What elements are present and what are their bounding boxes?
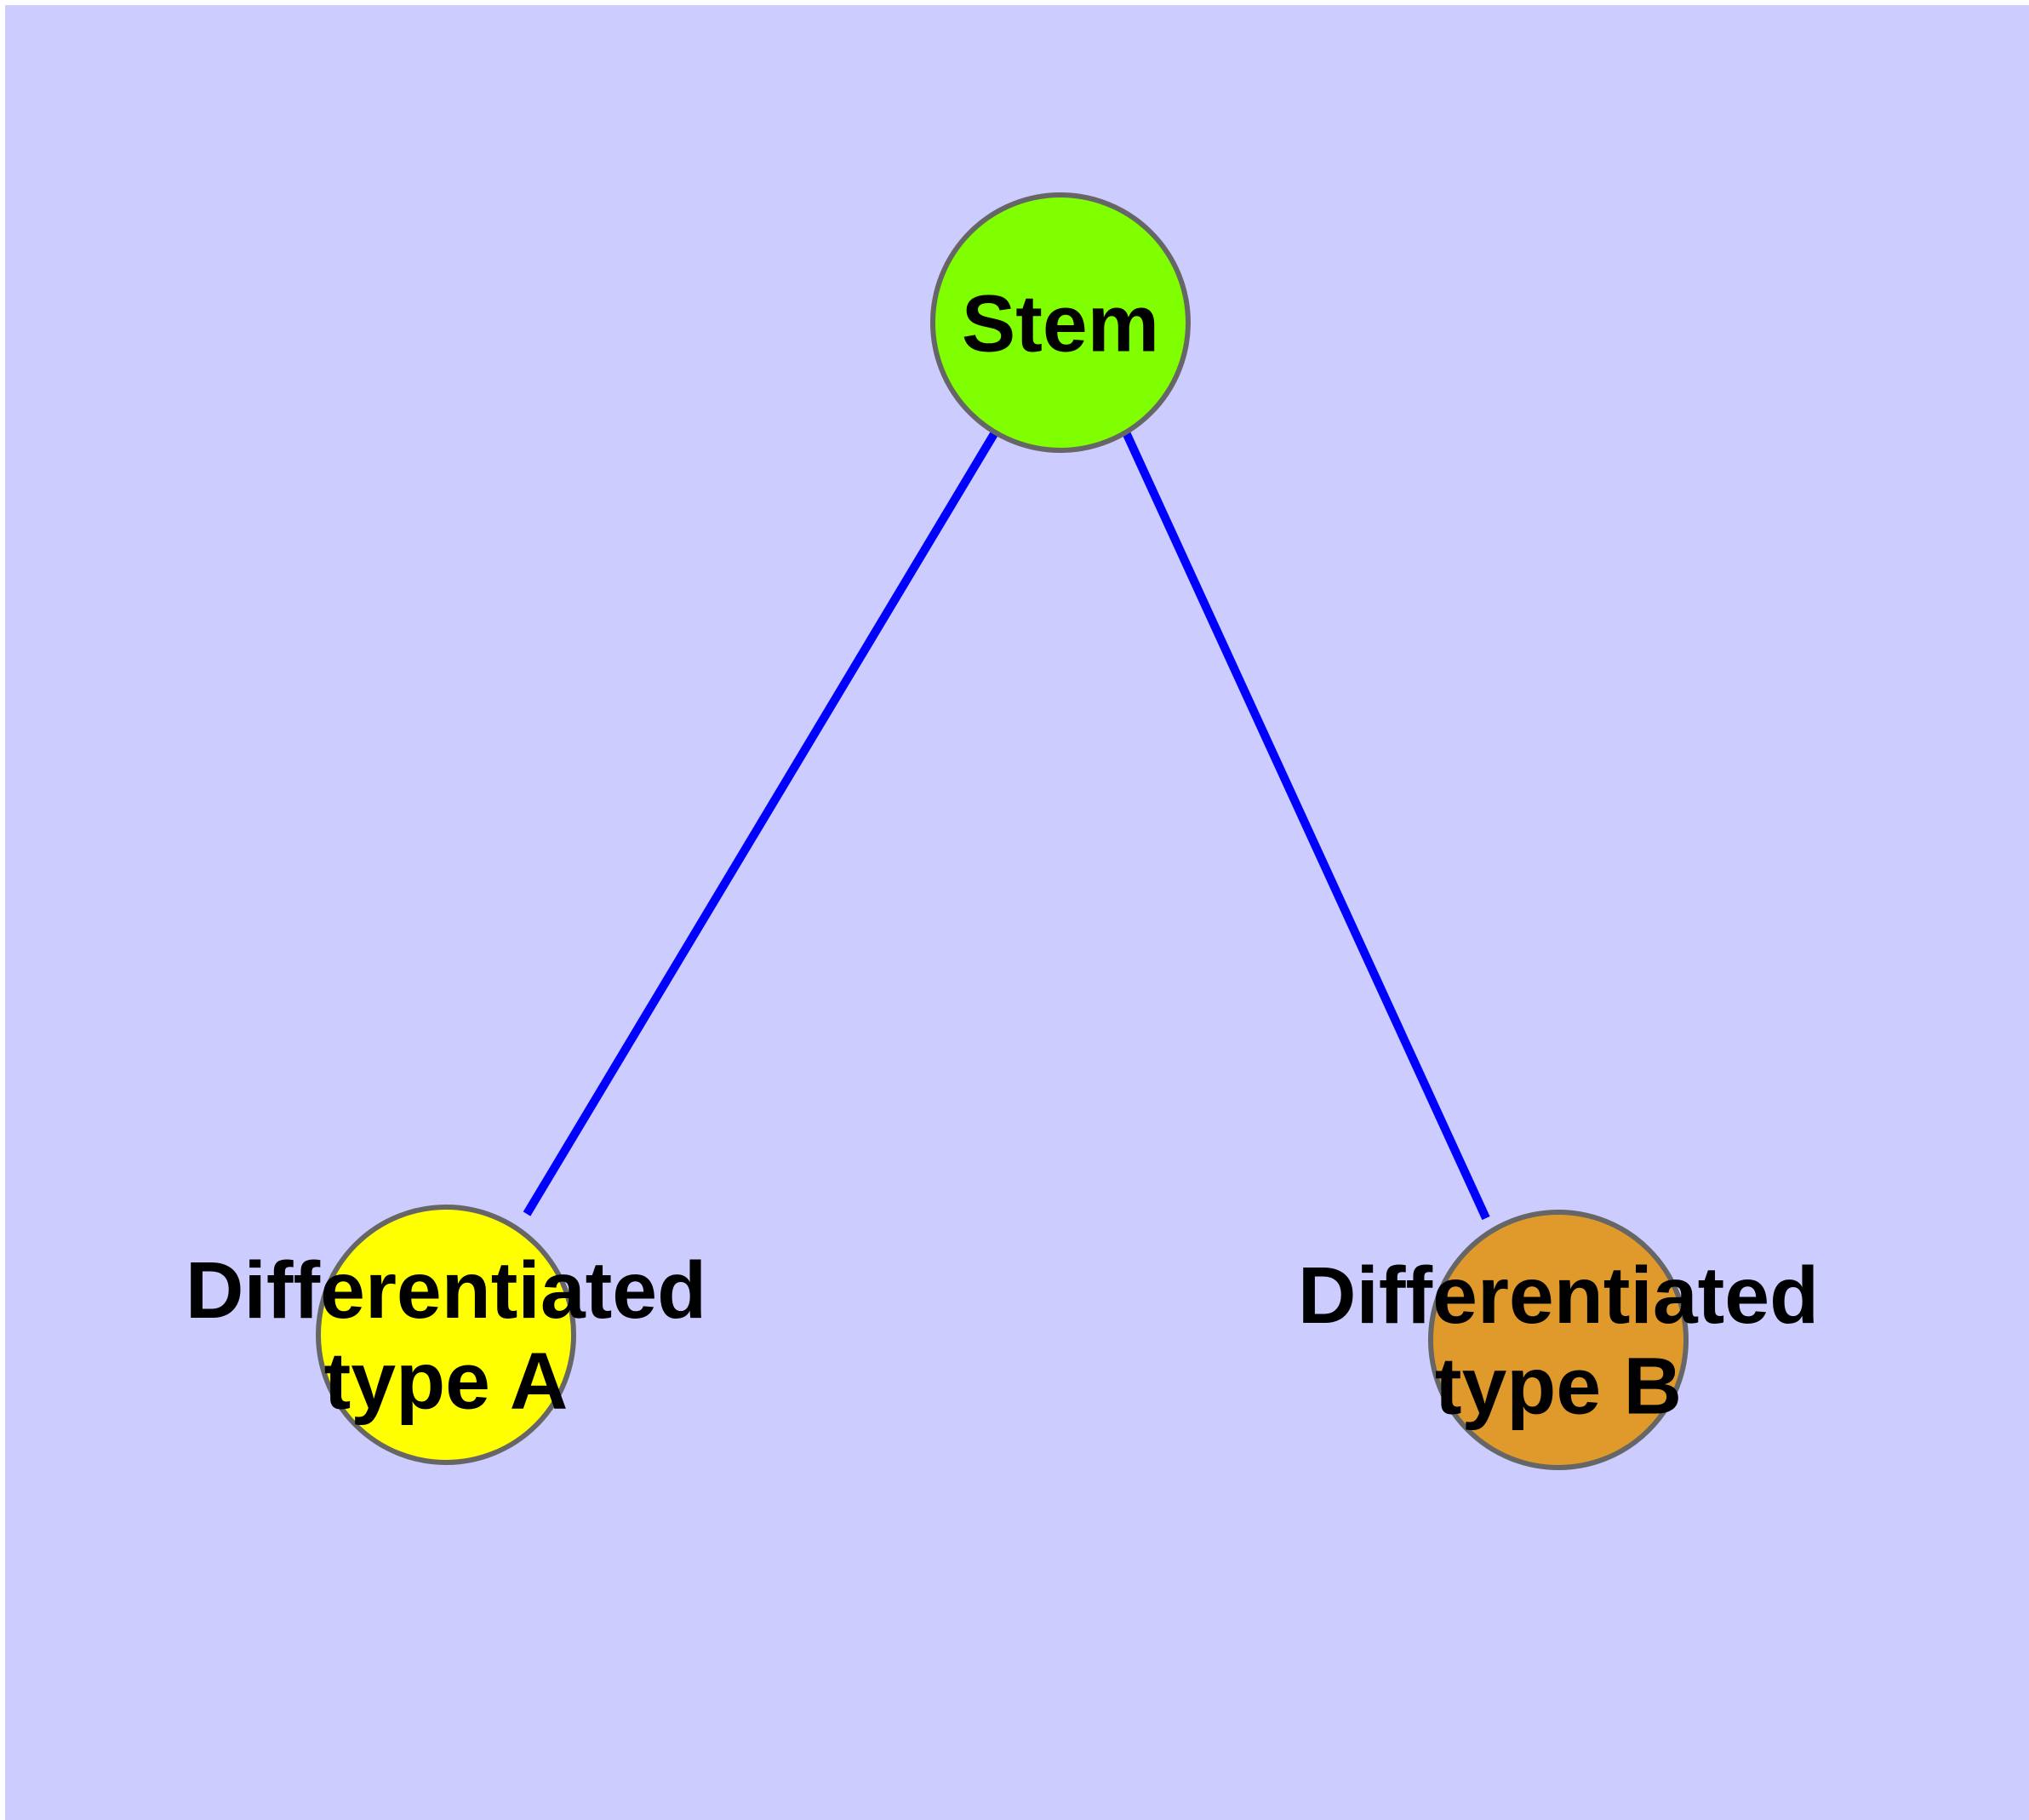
edges-layer xyxy=(523,430,1490,1221)
node-diff_b[interactable] xyxy=(1428,1210,1689,1470)
node-diff_a[interactable] xyxy=(316,1205,576,1465)
node-stem[interactable] xyxy=(930,192,1191,453)
edge-stem-to-a[interactable] xyxy=(523,430,999,1216)
node-label-stem: Stem xyxy=(962,278,1159,369)
edge-stem-to-b[interactable] xyxy=(1122,430,1490,1221)
nodes-layer xyxy=(316,192,1689,1470)
node-label-line: type B xyxy=(1435,1341,1682,1431)
node-label-line: Stem xyxy=(962,278,1159,369)
node-label-line: type A xyxy=(324,1336,569,1426)
node-label-line: Differentiated xyxy=(1298,1251,1819,1341)
node-label-line: Differentiated xyxy=(186,1245,706,1336)
